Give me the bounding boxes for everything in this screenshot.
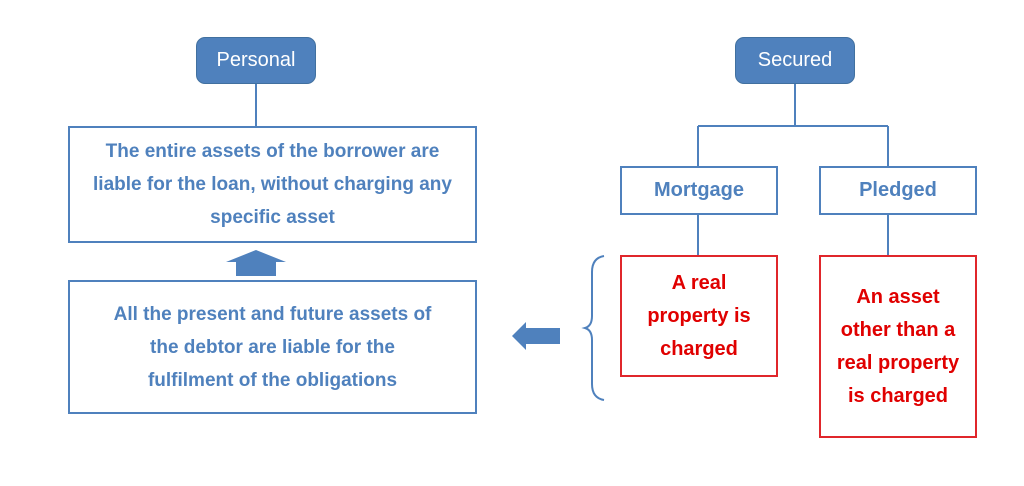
mortgage-description-box: A real property is charged	[620, 255, 778, 377]
pledged-description-box: An asset other than a real property is c…	[819, 255, 977, 438]
mortgage-box: Mortgage	[620, 166, 778, 215]
secured-header: Secured	[735, 37, 855, 84]
pledged-box: Pledged	[819, 166, 977, 215]
personal-header: Personal	[196, 37, 316, 84]
personal-assets-box: All the present and future assets of the…	[68, 280, 477, 414]
personal-description-box: The entire assets of the borrower are li…	[68, 126, 477, 243]
arrow-up-icon	[226, 250, 286, 276]
brace-icon	[581, 255, 605, 401]
arrow-left-icon	[512, 322, 560, 350]
